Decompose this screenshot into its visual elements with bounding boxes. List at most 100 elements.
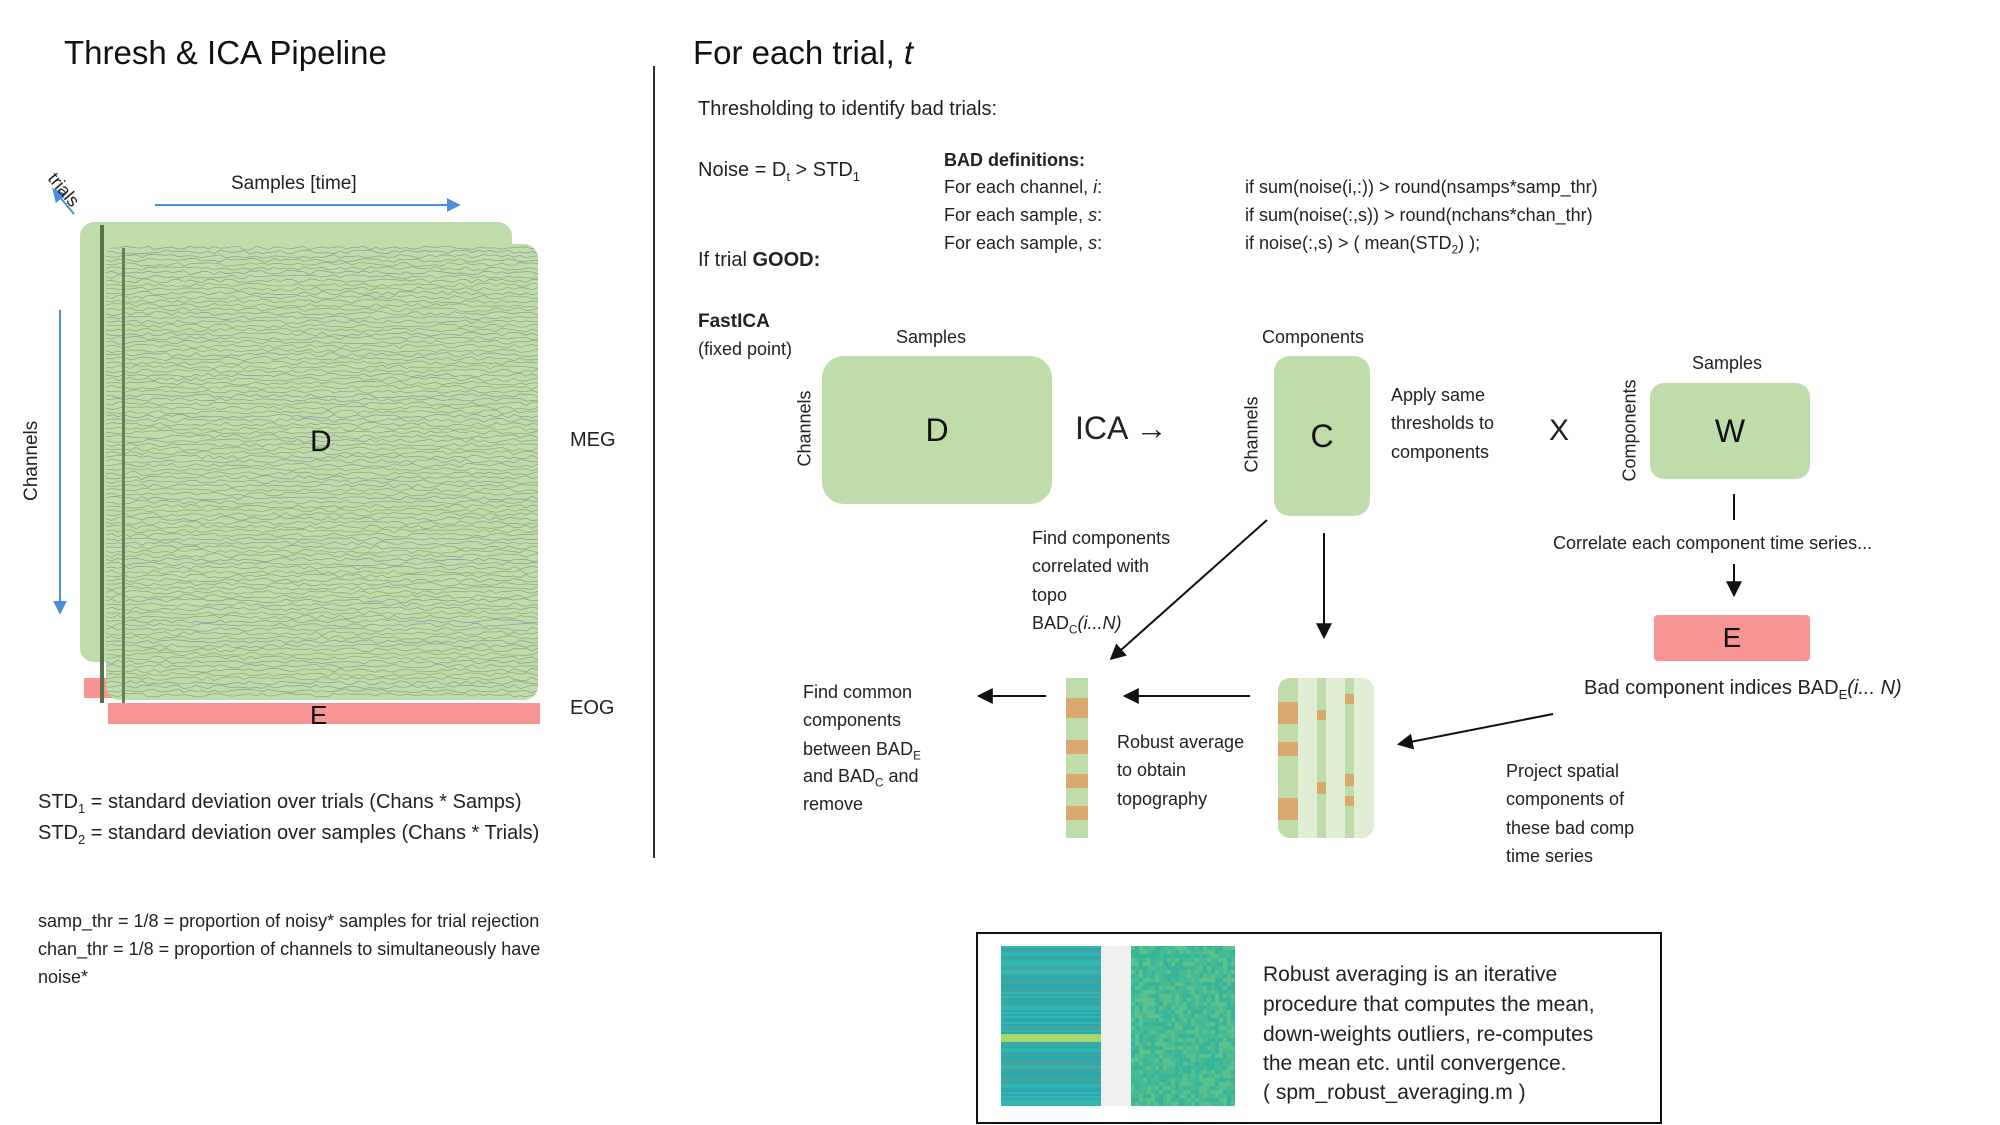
meg-trace: [106, 397, 538, 402]
heatmap-cell: [1187, 1070, 1191, 1074]
heatmap-cell: [1203, 1098, 1207, 1102]
heatmap-cell: [1191, 982, 1195, 986]
heatmap-cell: [1211, 1102, 1215, 1106]
heatmap-cell: [1131, 1030, 1135, 1034]
heatmap-cell: [1227, 986, 1231, 990]
heatmap-cell: [1155, 994, 1159, 998]
heatmap-cell: [1211, 946, 1215, 950]
heatmap-cell: [1195, 946, 1199, 950]
heatmap-cell: [1187, 1086, 1191, 1090]
ica-arrow-label: ICA →: [1075, 410, 1168, 446]
heatmap-cell: [1199, 1082, 1203, 1086]
heatmap-cell: [1191, 1054, 1195, 1058]
heatmap-cell: [1175, 954, 1179, 958]
heatmap-cell: [1151, 998, 1155, 1002]
heatmap-cell: [1207, 1042, 1211, 1046]
heatmap-row: [1001, 996, 1101, 998]
heatmap-cell: [1227, 1018, 1231, 1022]
heatmap-cell: [1191, 1010, 1195, 1014]
heatmap-cell: [1139, 998, 1143, 1002]
heatmap-cell: [1195, 1034, 1199, 1038]
heatmap-cell: [1167, 1030, 1171, 1034]
heatmap-cell: [1195, 1078, 1199, 1082]
heatmap-cell: [1199, 978, 1203, 982]
heatmap-cell: [1203, 950, 1207, 954]
heatmap-cell: [1131, 1086, 1135, 1090]
heatmap-cell: [1175, 1070, 1179, 1074]
heatmap-cell: [1227, 978, 1231, 982]
heatmap-cell: [1199, 994, 1203, 998]
heatmap-cell: [1223, 1102, 1227, 1106]
heatmap-cell: [1171, 1086, 1175, 1090]
heatmap-cell: [1191, 1074, 1195, 1078]
heatmap-cell: [1155, 1098, 1159, 1102]
heatmap-cell: [1215, 1034, 1219, 1038]
meg-trace: [106, 532, 538, 538]
heatmap-cell: [1139, 1086, 1143, 1090]
heatmap-cell: [1167, 1054, 1171, 1058]
heatmap-cell: [1167, 1022, 1171, 1026]
heatmap-cell: [1151, 1090, 1155, 1094]
robust-avg-line3: topography: [1117, 789, 1208, 809]
heatmap-cell: [1167, 1014, 1171, 1018]
heatmap-cell: [1203, 970, 1207, 974]
meg-trace: [106, 569, 538, 575]
meg-trace: [106, 298, 538, 304]
heatmap-cell: [1215, 1030, 1219, 1034]
heatmap-cell: [1231, 1090, 1235, 1094]
heatmap-cell: [1227, 998, 1231, 1002]
heatmap-cell: [1171, 962, 1175, 966]
heatmap-cell: [1143, 986, 1147, 990]
heatmap-cell: [1231, 1042, 1235, 1046]
heatmap-cell: [1195, 1030, 1199, 1034]
meg-trace: [106, 331, 538, 337]
heatmap-cell: [1183, 1042, 1187, 1046]
heatmap-row: [1001, 1004, 1101, 1006]
heatmap-cell: [1139, 954, 1143, 958]
heatmap-cell: [1227, 1086, 1231, 1090]
heatmap-cell: [1227, 1098, 1231, 1102]
heatmap-cell: [1151, 1094, 1155, 1098]
heatmap-cell: [1163, 1066, 1167, 1070]
heatmap-row: [1001, 990, 1101, 992]
heatmap-cell: [1163, 1018, 1167, 1022]
heatmap-cell: [1227, 994, 1231, 998]
heatmap-cell: [1159, 1006, 1163, 1010]
apply-same-line3: components: [1391, 442, 1490, 462]
heatmap-row: [1001, 1010, 1101, 1012]
heatmap-row: [1001, 1062, 1101, 1064]
heatmap-cell: [1191, 974, 1195, 978]
heatmap-cell: [1187, 974, 1191, 978]
heatmap-cell: [1191, 970, 1195, 974]
heatmap-cell: [1207, 1094, 1211, 1098]
heatmap-cell: [1135, 1038, 1139, 1042]
heatmap-cell: [1199, 962, 1203, 966]
heatmap-cell: [1207, 962, 1211, 966]
heatmap-cell: [1135, 1070, 1139, 1074]
heatmap-cell: [1175, 1078, 1179, 1082]
heatmap-cell: [1191, 1058, 1195, 1062]
heatmap-cell: [1147, 1038, 1151, 1042]
heatmap-row: [1001, 950, 1101, 952]
weights-box-w: W: [1650, 383, 1810, 479]
heatmap-cell: [1183, 966, 1187, 970]
heatmap-cell: [1195, 1050, 1199, 1054]
heatmap-cell: [1215, 1018, 1219, 1022]
heatmap-cell: [1215, 1026, 1219, 1030]
meg-trace: [106, 610, 538, 616]
heatmap-cell: [1215, 1082, 1219, 1086]
heatmap-cell: [1219, 974, 1223, 978]
heatmap-cell: [1219, 946, 1223, 950]
heatmap-cell: [1151, 1054, 1155, 1058]
heatmap-cell: [1215, 950, 1219, 954]
heatmap-cell: [1179, 982, 1183, 986]
heatmap-cell: [1163, 950, 1167, 954]
heatmap-cell: [1147, 1010, 1151, 1014]
heatmap-cell: [1203, 1022, 1207, 1026]
heatmap-cell: [1191, 1018, 1195, 1022]
heatmap-row: [1001, 976, 1101, 978]
heatmap-cell: [1183, 1018, 1187, 1022]
heatmap-cell: [1207, 958, 1211, 962]
heatmap-cell: [1131, 1090, 1135, 1094]
heatmap-cell: [1163, 1058, 1167, 1062]
